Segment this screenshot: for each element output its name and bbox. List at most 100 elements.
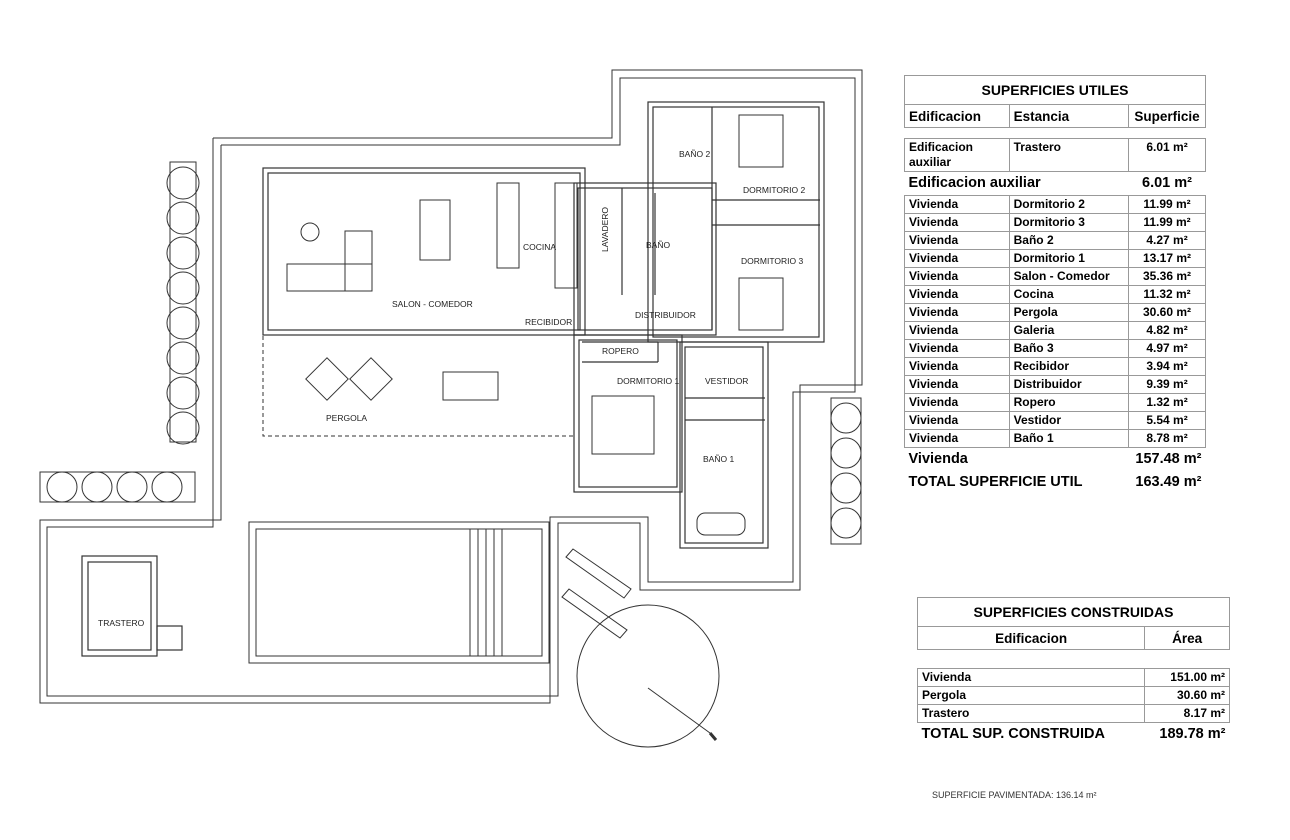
cell-estancia: Baño 3: [1008, 339, 1130, 358]
header-area: Área: [1144, 626, 1230, 650]
cell-superficie: 8.78 m²: [1128, 429, 1206, 448]
cell-edificacion: Vivienda: [904, 231, 1010, 250]
cell-edificacion: Vivienda: [904, 213, 1010, 232]
cell-edificacion: Vivienda: [904, 285, 1010, 304]
auxiliar-total-label: Edificacion auxiliar: [908, 175, 1041, 191]
floor-plan: SALON - COMEDOR COCINA LAVADERO BAÑO BAÑ…: [39, 69, 863, 748]
grand-total-value: 163.49 m²: [1135, 474, 1202, 490]
hedge-left: [169, 161, 197, 443]
superficies-utiles-table: SUPERFICIES UTILES Edificacion Estancia …: [904, 75, 1206, 494]
label-bano: BAÑO: [646, 240, 670, 250]
house-walls: [262, 101, 825, 549]
auxiliar-total-value: 6.01 m²: [1142, 175, 1192, 191]
cell-estancia: Cocina: [1008, 285, 1130, 304]
cell-area: 30.60 m²: [1144, 686, 1230, 705]
cell-edificacion: Trastero: [916, 704, 1146, 723]
cell-superficie: 5.54 m²: [1128, 411, 1206, 430]
cell-estancia: Dormitorio 1: [1008, 249, 1130, 268]
label-pergola: PERGOLA: [326, 413, 367, 423]
table-title: SUPERFICIES UTILES: [904, 75, 1206, 105]
cell-edificacion: Vivienda: [904, 267, 1010, 286]
superficie-pavimentada: SUPERFICIE PAVIMENTADA: 136.14 m²: [932, 790, 1097, 800]
cell-superficie: 9.39 m²: [1128, 375, 1206, 394]
cell-estancia: Dormitorio 3: [1008, 213, 1130, 232]
label-dormitorio3: DORMITORIO 3: [741, 256, 803, 266]
label-distribuidor: DISTRIBUIDOR: [635, 310, 696, 320]
cell-superficie: 35.36 m²: [1128, 267, 1206, 286]
umbrella: [576, 604, 720, 748]
label-bano1: BAÑO 1: [703, 454, 734, 464]
cell-edificacion: Vivienda: [904, 393, 1010, 412]
cell-superficie: 30.60 m²: [1128, 303, 1206, 322]
cell-edificacion: Vivienda: [904, 411, 1010, 430]
label-cocina: COCINA: [523, 242, 556, 252]
cell-edificacion: Vivienda: [904, 357, 1010, 376]
cell-estancia: Vestidor: [1008, 411, 1130, 430]
cell-edificacion: Vivienda: [916, 668, 1146, 687]
hedge-trees: [46, 166, 862, 539]
label-trastero: TRASTERO: [98, 618, 145, 628]
cell-edificacion: Vivienda: [904, 429, 1010, 448]
header-edificacion: Edificacion: [916, 626, 1146, 650]
cell-estancia: Ropero: [1008, 393, 1130, 412]
cell-superficie: 1.32 m²: [1128, 393, 1206, 412]
room-labels: SALON - COMEDOR COCINA LAVADERO BAÑO BAÑ…: [98, 149, 805, 628]
grand-total-label: TOTAL SUPERFICIE UTIL: [908, 474, 1083, 490]
vivienda-total-value: 157.48 m²: [1135, 451, 1202, 467]
label-recibidor: RECIBIDOR: [525, 317, 572, 327]
cell-superficie: 11.99 m²: [1128, 213, 1206, 232]
header-edificacion: Edificacion: [904, 104, 1010, 128]
label-vestidor: VESTIDOR: [705, 376, 748, 386]
header-superficie: Superficie: [1128, 104, 1206, 128]
vivienda-total-label: Vivienda: [908, 451, 968, 467]
cell-superficie: 11.32 m²: [1128, 285, 1206, 304]
cell-estancia: Pergola: [1008, 303, 1130, 322]
pool: [248, 521, 550, 664]
cell-estancia: Recibidor: [1008, 357, 1130, 376]
cell-estancia: Trastero: [1008, 138, 1130, 172]
cell-area: 151.00 m²: [1144, 668, 1230, 687]
cell-edificacion: Pergola: [916, 686, 1146, 705]
cell-estancia: Salon - Comedor: [1008, 267, 1130, 286]
cell-estancia: Baño 1: [1008, 429, 1130, 448]
hedge-right: [830, 397, 862, 545]
label-ropero: ROPERO: [602, 346, 639, 356]
trastero-building: [81, 555, 183, 657]
cell-superficie: 4.27 m²: [1128, 231, 1206, 250]
hedge-bottom: [39, 471, 196, 503]
cell-estancia: Galeria: [1008, 321, 1130, 340]
cell-edificacion: Vivienda: [904, 321, 1010, 340]
cell-estancia: Dormitorio 2: [1008, 195, 1130, 214]
table-title: SUPERFICIES CONSTRUIDAS: [917, 597, 1230, 627]
cell-superficie: 4.82 m²: [1128, 321, 1206, 340]
label-dormitorio1: DORMITORIO 1: [617, 376, 679, 386]
cell-edificacion: Vivienda: [904, 375, 1010, 394]
cell-estancia: Baño 2: [1008, 231, 1130, 250]
table-row: Edificacion auxiliar Trastero 6.01 m²: [904, 138, 1206, 172]
superficies-construidas-table: SUPERFICIES CONSTRUIDAS Edificacion Área…: [916, 597, 1230, 746]
cell-edificacion: Edificacion auxiliar: [904, 138, 1010, 172]
construida-total-label: TOTAL SUP. CONSTRUIDA: [921, 726, 1105, 742]
label-lavadero: LAVADERO: [600, 207, 610, 252]
cell-superficie: 13.17 m²: [1128, 249, 1206, 268]
label-bano2: BAÑO 2: [679, 149, 710, 159]
terrace-outline: [39, 69, 863, 704]
label-dormitorio2: DORMITORIO 2: [743, 185, 805, 195]
pergola-outline: [262, 334, 575, 437]
cell-superficie: 6.01 m²: [1128, 138, 1206, 172]
construida-total-value: 189.78 m²: [1159, 726, 1226, 742]
